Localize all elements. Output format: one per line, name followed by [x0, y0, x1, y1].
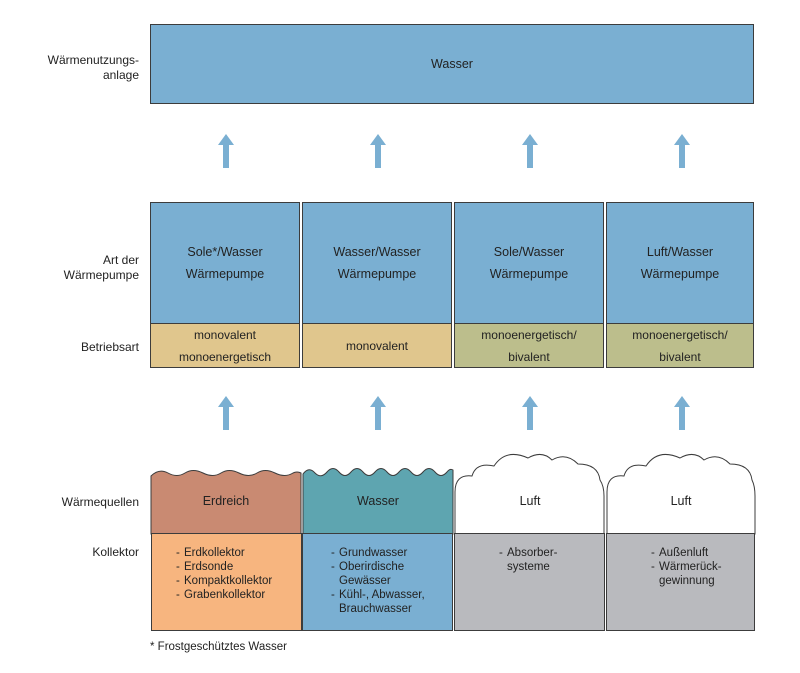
- arrow-up-icon: [522, 134, 538, 168]
- source-label: Erdreich: [202, 494, 250, 508]
- collector-item: Oberirdische Gewässer: [331, 560, 446, 588]
- row-label-collector: Kollektor: [92, 545, 139, 559]
- source-label: Luft: [670, 494, 692, 508]
- arrow-up-icon: [370, 134, 386, 168]
- operation-box-4: monoenergetisch/bivalent: [606, 323, 754, 368]
- collector-item: Wärmerück-gewinnung: [651, 560, 724, 588]
- water-wave-shape: [302, 468, 454, 535]
- collector-item: Erdsonde: [176, 560, 301, 574]
- collector-item: Erdkollektor: [176, 546, 301, 560]
- row-label-pump-type: Art der Wärmepumpe: [64, 253, 139, 283]
- earth-wave-shape: [150, 470, 302, 535]
- pump-type-label: Sole/Wasser: [493, 245, 565, 259]
- collector-item: Kompaktkollektor: [176, 574, 301, 588]
- row-label-pump-type-line2: Wärmepumpe: [63, 268, 139, 282]
- operation-box-1: monovalent monoenergetisch: [150, 323, 300, 368]
- arrow-up-icon: [674, 134, 690, 168]
- cloud-shape: [606, 453, 756, 535]
- collector-box-3: Absorber-systeme: [454, 533, 605, 631]
- row-label-pump-type-line1: Art der: [102, 253, 139, 267]
- row-label-heat-use: Wärmenutzungs- anlage: [48, 53, 139, 83]
- collector-item: Grabenkollektor: [176, 588, 301, 602]
- collector-item: Kühl-, Abwasser, Brauchwasser: [331, 588, 446, 616]
- row-label-sources: Wärmequellen: [61, 495, 139, 509]
- collector-box-1: Erdkollektor Erdsonde Kompaktkollektor G…: [151, 533, 302, 631]
- heat-sources-graphic: [150, 453, 756, 535]
- operation-mode-line1: monoenergetisch/: [481, 327, 577, 342]
- source-label: Luft: [519, 494, 541, 508]
- heat-use-box: Wasser: [150, 24, 754, 104]
- operation-box-2: monovalent: [302, 323, 452, 368]
- collector-item: Außenluft: [651, 546, 724, 560]
- row-label-heat-use-line2: anlage: [102, 68, 139, 82]
- cloud-shape: [454, 453, 605, 535]
- pump-type-label: Wasser/Wasser: [333, 245, 421, 259]
- arrow-up-icon: [218, 396, 234, 430]
- row-label-heat-use-line1: Wärmenutzungs-: [47, 53, 139, 67]
- operation-mode-line1: monovalent: [193, 327, 257, 342]
- pump-type-sublabel: Wärmepumpe: [185, 267, 265, 281]
- operation-mode-line2: monoenergetisch: [178, 349, 272, 364]
- pump-type-sublabel: Wärmepumpe: [489, 267, 569, 281]
- collector-item: Absorber-systeme: [499, 546, 566, 574]
- collector-box-4: Außenluft Wärmerück-gewinnung: [606, 533, 755, 631]
- operation-mode-line2: bivalent: [508, 349, 550, 364]
- pump-type-label: Luft/Wasser: [646, 245, 714, 259]
- row-label-operation: Betriebsart: [80, 340, 139, 354]
- arrow-up-icon: [218, 134, 234, 168]
- pump-type-sublabel: Wärmepumpe: [337, 267, 417, 281]
- pump-type-label: Sole*/Wasser: [187, 245, 263, 259]
- arrow-up-icon: [370, 396, 386, 430]
- operation-mode-line2: bivalent: [659, 349, 701, 364]
- pump-type-sublabel: Wärmepumpe: [640, 267, 720, 281]
- collector-box-2: Grundwasser Oberirdische Gewässer Kühl-,…: [302, 533, 453, 631]
- source-label: Wasser: [357, 494, 399, 508]
- operation-mode-line1: monoenergetisch/: [632, 327, 728, 342]
- footnote: * Frostgeschütztes Wasser: [150, 641, 287, 653]
- collector-item: Grundwasser: [331, 546, 446, 560]
- arrow-up-icon: [674, 396, 690, 430]
- heat-use-label: Wasser: [431, 57, 473, 71]
- arrow-up-icon: [522, 396, 538, 430]
- operation-box-3: monoenergetisch/bivalent: [454, 323, 604, 368]
- operation-mode-line1: monovalent: [345, 338, 409, 353]
